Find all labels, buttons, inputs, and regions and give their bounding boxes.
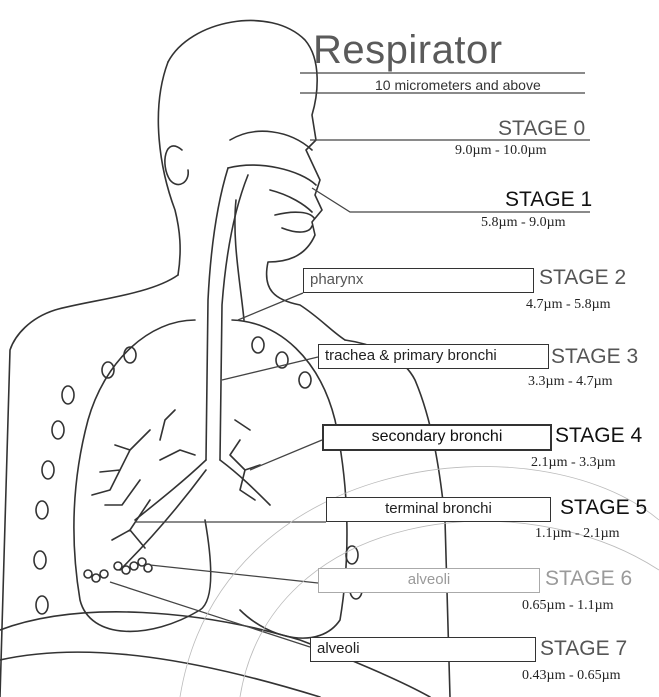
bronchus-right [220,460,270,505]
trachea [206,168,248,460]
head-back [158,62,180,275]
bronchus-left [120,460,206,570]
stage-0-label: STAGE 0 [498,117,585,141]
shoulder-left [0,275,178,697]
stage-5-range: 1.1µm - 2.1µm [535,526,620,542]
region-label-secondary-bronchi: secondary bronchi [322,424,552,451]
stage-6-range: 0.65µm - 1.1µm [522,598,614,614]
stage-4-range: 2.1µm - 3.3µm [531,455,616,471]
stage-1-label: STAGE 1 [505,188,592,212]
stage-0-range: 9.0µm - 10.0µm [455,143,547,159]
region-label-alveoli-6: alveoli [318,568,540,593]
pharynx-leader [238,293,303,320]
ear-outline [165,146,188,185]
region-label-terminal-bronchi: terminal bronchi [326,497,551,522]
region-label-trachea-primary-bronchi: trachea & primary bronchi [318,344,549,369]
stage-3-label: STAGE 3 [551,345,638,369]
lung-left [74,320,211,631]
page-title: Respirator [313,28,503,73]
stage-5-label: STAGE 5 [560,496,647,520]
stage-2-range: 4.7µm - 5.8µm [526,297,611,313]
bronchial-tree [92,410,260,548]
stage-2-label: STAGE 2 [539,266,626,290]
stage-4-label: STAGE 4 [555,424,642,448]
nasal-cavity [228,131,316,232]
stage-3-range: 3.3µm - 4.7µm [528,374,613,390]
secondary-bronchi-leader [250,440,322,470]
stage-1-range: 5.8µm - 9.0µm [481,215,566,231]
stage-6-label: STAGE 6 [545,567,632,591]
page-subtitle: 10 micrometers and above [375,77,541,93]
region-label-alveoli-7: alveoli [310,637,536,662]
trachea-leader [222,357,318,380]
stage-7-label: STAGE 7 [540,637,627,661]
esophagus [235,200,244,320]
region-label-pharynx: pharynx [303,268,534,293]
stage-7-range: 0.43µm - 0.65µm [522,668,621,684]
